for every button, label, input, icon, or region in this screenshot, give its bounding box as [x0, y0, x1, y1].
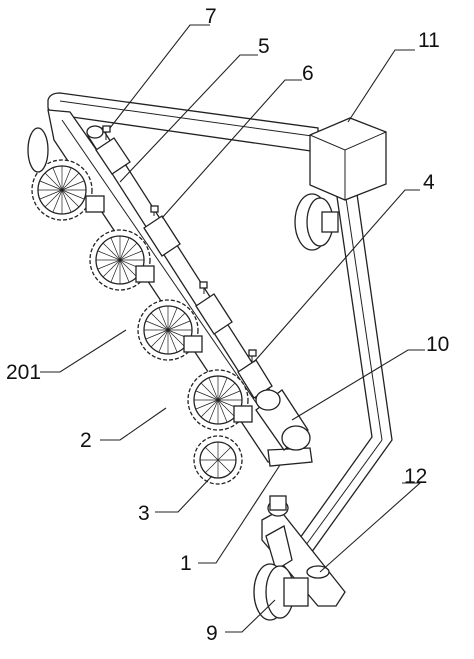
label-4: 4	[423, 171, 435, 194]
label-3: 3	[138, 502, 150, 525]
leader-lines	[40, 24, 425, 633]
ground-wheel-9	[253, 563, 309, 621]
sliding-sleeve-4	[237, 349, 273, 399]
label-9: 9	[206, 622, 218, 645]
label-2: 2	[80, 429, 92, 452]
label-12: 12	[404, 465, 427, 488]
saw-blade-1	[89, 229, 155, 291]
label-10: 10	[426, 333, 449, 356]
label-1: 1	[180, 552, 192, 575]
label-11: 11	[418, 29, 440, 52]
sliding-sleeve-middle	[195, 281, 233, 335]
drive-motor-10	[255, 389, 311, 451]
saw-blade-top	[27, 127, 105, 221]
saw-blade-201	[137, 299, 203, 361]
label-7: 7	[205, 5, 217, 28]
sliding-sleeve-upper	[95, 125, 131, 175]
label-6: 6	[302, 62, 314, 85]
gearbox-housing-11	[309, 117, 387, 201]
saw-blade-3	[187, 369, 253, 431]
upper-right-wheel	[294, 193, 339, 251]
sliding-sleeve-6	[143, 205, 181, 257]
bottom-link-arm-12	[261, 495, 346, 607]
label-201: 201	[6, 361, 41, 384]
saw-blade-lower	[193, 435, 243, 485]
label-5: 5	[258, 35, 270, 58]
